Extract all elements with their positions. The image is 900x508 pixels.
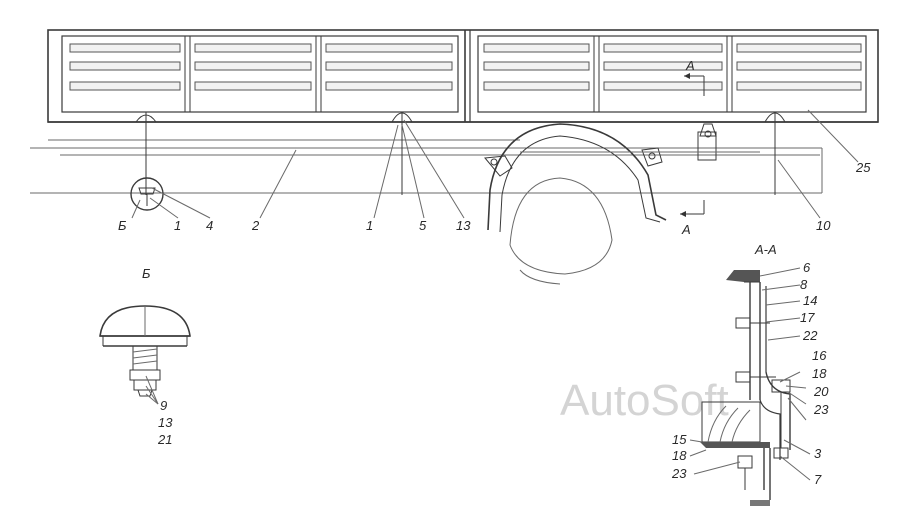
label-b: Б	[118, 218, 127, 233]
sec-label-7: 7	[814, 472, 822, 487]
main-leaders	[131, 109, 859, 219]
chassis-frame	[30, 139, 823, 194]
label-1b: 1	[366, 218, 373, 233]
label-2: 2	[251, 218, 260, 233]
view-b-bolt-detail: Б	[99, 266, 191, 405]
label-10: 10	[816, 218, 831, 233]
sec-label-18: 18	[812, 366, 827, 381]
sec-label-16: 16	[812, 348, 827, 363]
label-13: 13	[456, 218, 471, 233]
section-aa-title: А-А	[754, 242, 777, 257]
label-5: 5	[419, 218, 427, 233]
view-b-label-21: 21	[157, 432, 172, 447]
sec-label-23: 23	[813, 402, 829, 417]
wheel-assembly	[484, 123, 760, 285]
sec-label-20: 20	[813, 384, 829, 399]
sec-label-3: 3	[814, 446, 822, 461]
view-b-label-9: 9	[160, 398, 167, 413]
section-a-label-bottom: А	[681, 222, 691, 237]
sec-label-14: 14	[803, 293, 817, 308]
board-mounts	[135, 112, 786, 195]
side-board	[47, 29, 879, 123]
label-25: 25	[855, 160, 871, 175]
section-marker-a: А А	[680, 58, 705, 237]
view-b-label-13: 13	[158, 415, 173, 430]
section-a-label-top: А	[685, 58, 695, 73]
section-aa-detail: А-А	[689, 242, 811, 506]
sec-label-6: 6	[803, 260, 811, 275]
sec-label-18-left: 18	[672, 448, 687, 463]
view-b-title: Б	[142, 266, 151, 281]
sec-label-23-left: 23	[671, 466, 687, 481]
sec-label-15: 15	[672, 432, 687, 447]
sec-label-22: 22	[802, 328, 818, 343]
sec-label-8: 8	[800, 277, 808, 292]
sec-label-17: 17	[800, 310, 815, 325]
label-4: 4	[206, 218, 213, 233]
watermark: AutoSoft	[560, 376, 729, 425]
label-1a: 1	[174, 218, 181, 233]
